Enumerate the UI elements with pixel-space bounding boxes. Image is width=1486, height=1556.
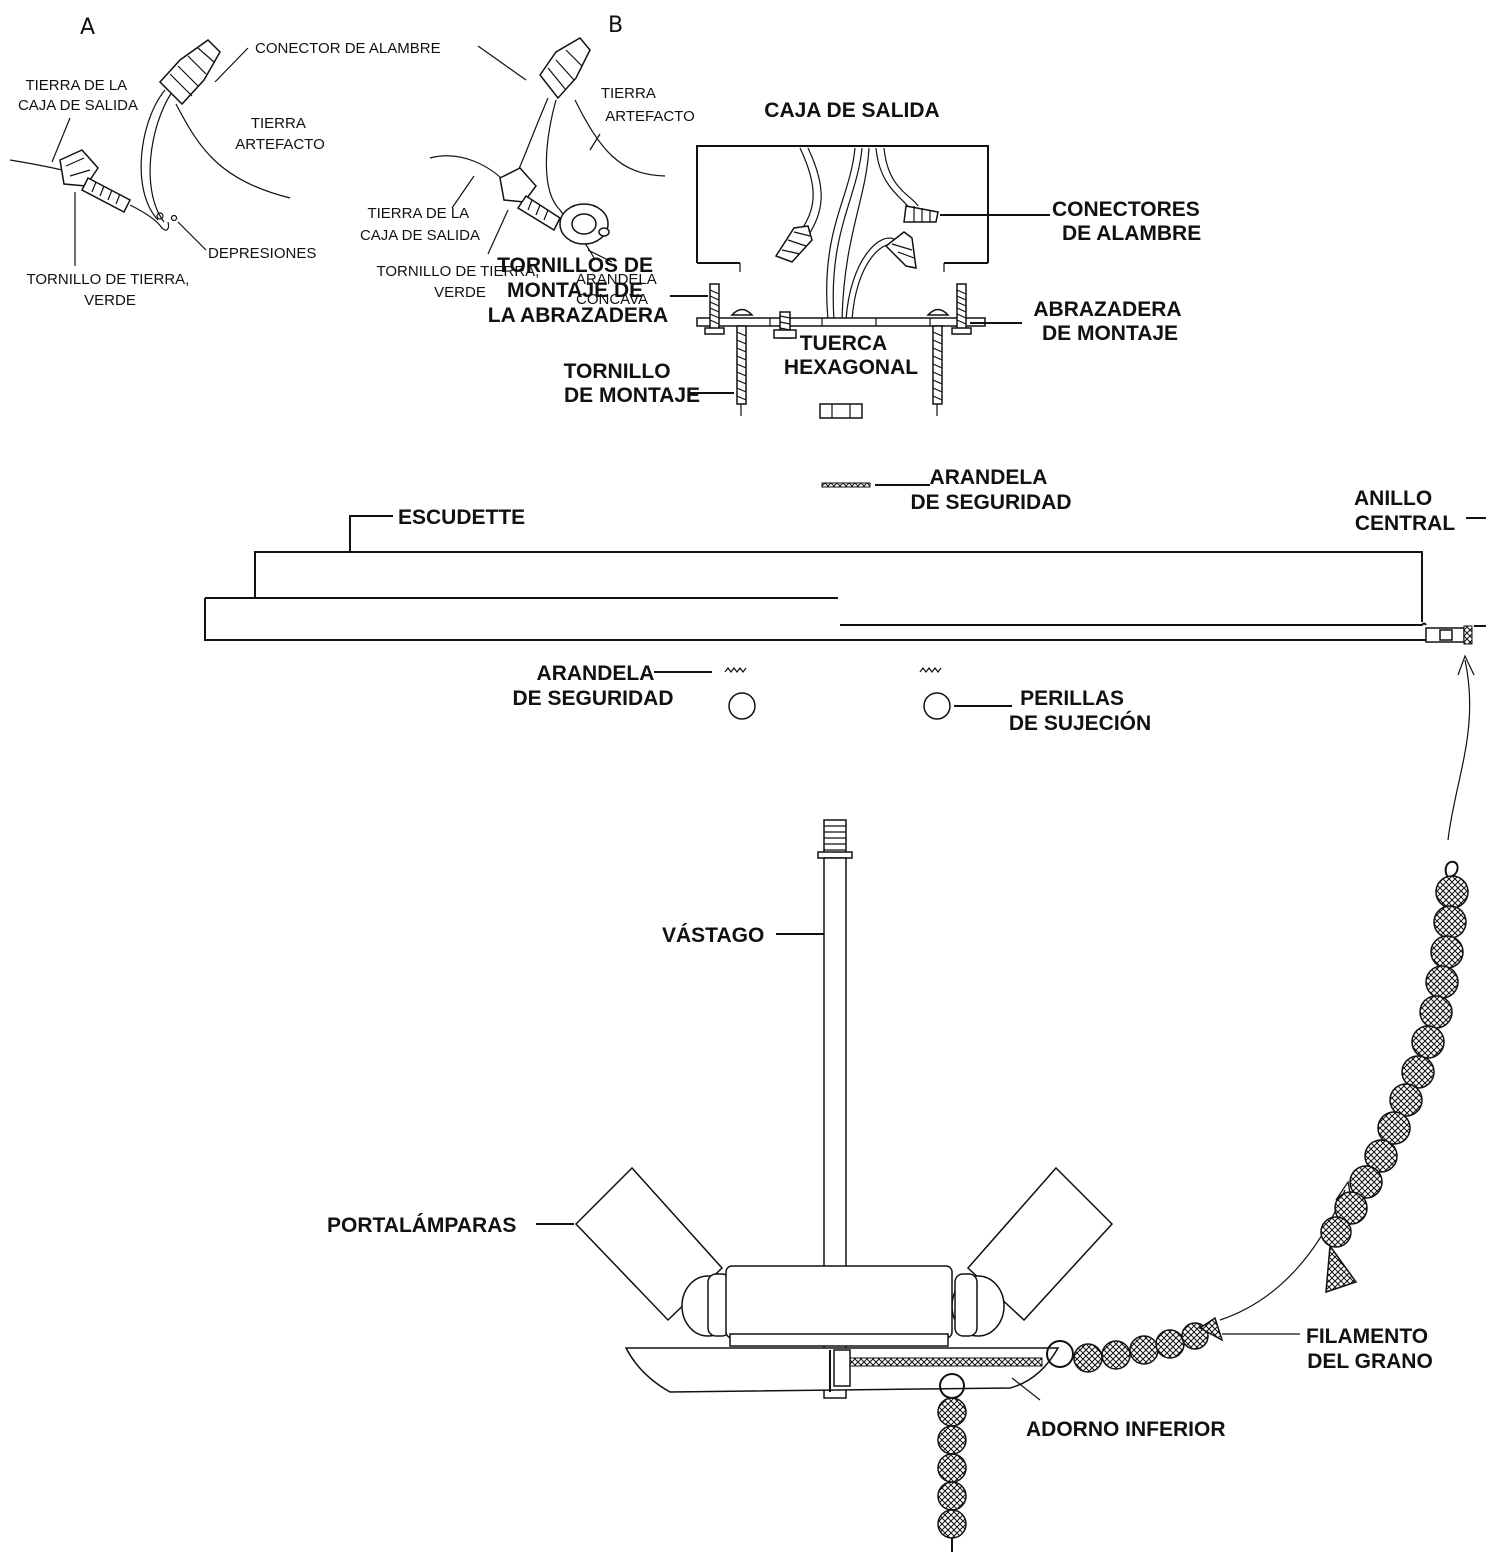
bottom-trim-label: ADORNO INFERIOR [1026, 1418, 1226, 1441]
a-depression-2 [170, 214, 178, 222]
panel-a-letter: A [80, 15, 95, 40]
stem-thread [817, 819, 853, 859]
mounting-strap [696, 317, 986, 327]
wire-connectors-label: CONECTORES DE ALAMBRE [1052, 198, 1206, 245]
b-wire-connector [539, 37, 591, 100]
outlet-box [696, 145, 989, 264]
b-fixture-ground-leader [589, 133, 601, 151]
lock-washer-bottom-right [919, 667, 942, 673]
box-connector-left [774, 225, 813, 263]
hex-nut-label: TUERCA HEXAGONAL [784, 332, 918, 379]
panel-b: B TIERRA ARTEFACTO [360, 13, 695, 308]
b-fixture-ground-wire [574, 99, 666, 177]
b-fixture-ground-label: TIERRA ARTEFACTO [601, 85, 695, 125]
b-connector-leader [477, 45, 527, 81]
lock-washer-bottom-label: ARANDELA DE SEGURIDAD [512, 662, 673, 710]
outlet-box-wires [799, 147, 919, 321]
center-nipple [773, 311, 797, 339]
a-ground-screw [59, 149, 131, 214]
b-ground-screw-label: TORNILLO DE TIERRA, VERDE [377, 263, 544, 301]
center-ring [1425, 625, 1473, 645]
mounting-screw-label: TORNILLO DE MONTAJE [564, 360, 700, 407]
hex-nut-facets [831, 404, 851, 418]
b-cup-washer-leader [587, 249, 613, 263]
outlet-box-assembly: CAJA DE SALIDA [488, 99, 1206, 419]
strap-ticks [769, 318, 931, 326]
lock-washer-top-label: ARANDELA DE SEGURIDAD [910, 466, 1071, 514]
a-ground-screw-label: TORNILLO DE TIERRA, VERDE [27, 271, 194, 309]
escudette-leader [349, 515, 393, 552]
wire-connector-label: CONECTOR DE ALAMBRE [255, 40, 441, 57]
mounting-screw-left [730, 308, 754, 416]
bead-chain [1320, 860, 1469, 1294]
escudette-top [254, 551, 1423, 622]
panel-b-letter: B [608, 13, 623, 38]
box-connector-right [903, 205, 939, 223]
bead-strand-label: FILAMENTO DEL GRANO [1306, 1325, 1434, 1373]
b-outlet-ground-wire [429, 155, 509, 186]
a-twist-wire-2 [149, 91, 173, 223]
b-screw-leader [487, 209, 509, 255]
lock-washer-top [821, 482, 871, 488]
depressions-label: DEPRESIONES [208, 245, 316, 262]
fixture-assembly: VÁSTAGO PORTALÁMPARAS ADORNO INFERIOR [327, 819, 1469, 1552]
knobs-label: PERILLAS DE SUJECIÓN [1009, 687, 1151, 735]
arrow-to-chain [1219, 1189, 1346, 1321]
knob-left [728, 692, 756, 720]
socket-right [951, 1166, 1114, 1337]
knob-right [923, 692, 951, 720]
bottom-trim-nut [833, 1349, 851, 1387]
stem [823, 857, 847, 1399]
arrow-to-canopy [1447, 659, 1471, 841]
panel-a: A TIERRA DE LA CAJA DE SALID [9, 15, 441, 309]
a-screw-wire [129, 204, 170, 231]
a-connector-leader [214, 47, 249, 83]
strap-screws-label: TORNILLOS DE MONTAJE DE LA ABRAZADERA [488, 254, 668, 327]
center-ring-label: ANILLO CENTRAL [1354, 487, 1455, 535]
a-fixture-ground-wire [175, 103, 291, 199]
b-ground-screw [499, 167, 561, 232]
b-outlet-ground-label: TIERRA DE LA CAJA DE SALIDA [360, 205, 480, 244]
escudette-label: ESCUDETTE [398, 506, 525, 529]
escudette-body [204, 597, 1470, 641]
a-depression-1 [156, 212, 164, 220]
fixture-hub [725, 1265, 953, 1339]
lock-washer-bottom-left [724, 667, 747, 673]
b-outlet-ground-leader [451, 175, 475, 209]
outlet-box-label: CAJA DE SALIDA [764, 99, 939, 122]
a-wire-connector [158, 39, 221, 106]
bead-drop [937, 1397, 967, 1552]
socket-left [574, 1166, 735, 1337]
a-outlet-ground-label: TIERRA DE LA CAJA DE SALIDA [18, 77, 138, 114]
hex-nut [819, 403, 863, 419]
a-depression-leader [177, 221, 207, 251]
bottom-trim-leader [1011, 1377, 1041, 1401]
arrow-head-canopy [1457, 654, 1475, 676]
bottom-trim-channel [845, 1357, 1043, 1367]
a-fixture-ground-label: TIERRA ARTEFACTO [235, 115, 324, 153]
a-outlet-ground-leader [51, 117, 71, 163]
canopy-assembly: ARANDELA DE SEGURIDAD ESCUDETTE ANILLO C… [204, 466, 1486, 841]
cup-washer-label: ARANDELA CONCAVA [576, 271, 660, 308]
strap-screw-right [951, 283, 972, 335]
box-connector-mid [884, 231, 917, 269]
outlet-box-tabs [739, 263, 945, 272]
a-twist-wire-1 [140, 89, 166, 221]
strap-screw-left [704, 283, 725, 335]
sockets-label: PORTALÁMPARAS [327, 1214, 516, 1237]
bead-strand [1073, 1316, 1224, 1373]
mounting-screw-right [926, 308, 950, 416]
mounting-strap-label: ABRAZADERA DE MONTAJE [1033, 298, 1186, 345]
stem-label: VÁSTAGO [662, 924, 764, 947]
b-cup-washer [559, 203, 610, 245]
bead-ring [1046, 1340, 1074, 1368]
fixture-hub-base [729, 1333, 949, 1347]
